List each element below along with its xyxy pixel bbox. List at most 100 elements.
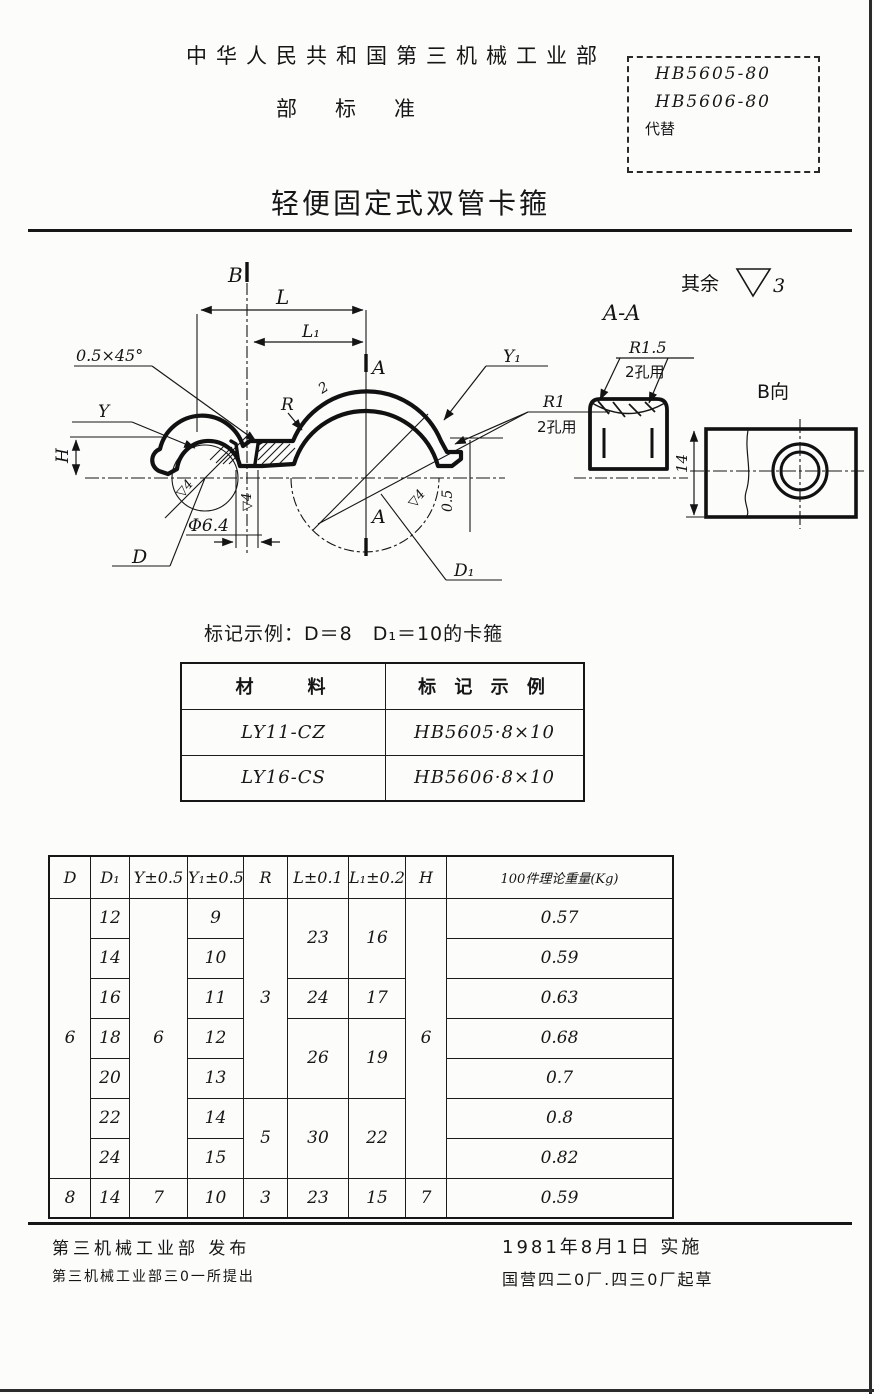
table-cell: 6 [129,897,188,1179]
issuing-authority: 中华人民共和国第三机械工业部 [186,44,606,68]
table-cell: 9 [187,897,244,939]
section-b-label: B [227,263,243,287]
table-row: 6 12 6 9 3 23 16 6 0.57 [48,897,674,1179]
table-row: LY16-CS HB5606·8×10 [180,754,585,802]
col-header: L±0.1 [287,855,349,899]
dim-r-label: R [280,395,294,415]
table-cell: 14 [90,1177,130,1219]
table-row: 8 14 7 10 3 23 15 7 0.59 [48,1177,674,1219]
section-ticks [245,262,368,556]
table-cell: 0.63 [446,977,674,1019]
table-cell: 12 [90,897,130,939]
col-header: 100件理论重量(Kg) [446,855,674,899]
table-cell: 19 [348,1017,406,1099]
r15-note: 2孔用 [625,363,665,381]
dim-d-label: D [131,546,147,568]
view-b: B向 14 [673,381,864,529]
hole-diameter-label: Φ6.4 [188,516,229,536]
col-header: R [243,855,288,899]
cup-slots [602,428,654,458]
table-cell: 6 [48,897,91,1179]
break-line [744,429,750,517]
footer-issued-by: 第三机械工业部 发布 [52,1239,251,1259]
dim-y1-label: Y₁ [503,347,521,367]
table-cell: 10 [187,937,244,979]
table-cell: 12 [187,1017,244,1059]
material-cell: LY16-CS [180,754,386,802]
table-cell: 14 [90,937,130,979]
table-cell: 22 [90,1097,130,1139]
table-cell: 24 [287,977,349,1019]
thickness-label: 2 [315,379,332,398]
finish-mark-1: ▽4 [174,477,197,501]
table-cell: 0.68 [446,1017,674,1059]
dim-h-label: H [53,447,73,464]
col-header: H [405,855,447,899]
finish-mark-3: ▽4 [406,487,429,511]
view-b-outline [704,427,858,519]
extension-lines [70,314,610,581]
centerlines [85,262,529,556]
end-height-label: 0.5 [440,490,456,512]
table-cell: 5 [243,1097,288,1179]
rest-note-text: 其余 [681,273,719,295]
section-aa-view: A-A R1.5 2孔用 [574,301,694,479]
section-a-top-label: A [370,357,386,379]
rest-grade: 3 [773,275,785,297]
table-row: 14 10 0.59 [49,937,674,979]
technical-drawing: B L L₁ 0.5×45° Y H R A A Y₁ R1 2孔用 Φ6.4 … [53,262,864,581]
table-cell: 0.59 [446,937,674,979]
table-row: 22 14 5 30 22 0.8 [49,1097,674,1179]
table-cell: 23 [287,897,349,979]
finish-mark-2: ▽4 [240,493,255,511]
table-row: LY11-CZ HB5605·8×10 [180,708,585,756]
bottom-rule [28,1222,852,1225]
col-header: D₁ [90,855,130,899]
dim-r15-label: R1.5 [628,338,667,357]
dim-y-label: Y [98,402,111,422]
document-title: 轻便固定式双管卡箍 [271,187,551,220]
table-cell: 10 [187,1177,244,1219]
marking-cell: HB5606·8×10 [385,754,585,802]
scan-edge-right [869,0,872,1394]
standard-type-label: 部标准 [276,97,453,121]
table-cell: 7 [129,1177,188,1219]
scan-edge-bottom [0,1389,874,1392]
table-cell: 0.57 [446,897,674,939]
view-b-label: B向 [757,381,789,403]
table-cell: 13 [187,1057,244,1099]
footer-effective-date: 1981年8月1日 实施 [502,1237,703,1258]
standard-code-box: HB5605-80 HB5606-80 代替 [627,56,820,173]
dim-14-label: 14 [673,454,691,473]
dim-l-label: L [275,285,289,309]
material-cell: LY11-CZ [180,708,386,756]
table-cell: 16 [348,897,406,979]
drawing-area: B L L₁ 0.5×45° Y H R A A Y₁ R1 2孔用 Φ6.4 … [0,250,874,590]
dim-d1-label: D₁ [453,561,474,581]
table-cell: 15 [348,1177,406,1219]
col-header: L₁±0.2 [348,855,406,899]
dim-l1-label: L₁ [301,322,320,342]
rest-surface-note: 其余 3 [681,268,785,298]
cup-hatching [597,400,656,418]
table-cell: 0.8 [446,1097,674,1139]
table-cell: 17 [348,977,406,1019]
clamp-profile [150,389,464,477]
material-table: 材 料 标 记 示 例 LY11-CZ HB5605·8×10 LY16-CS … [180,662,585,802]
marking-example-line: 标记示例：D＝8 D₁＝10的卡箍 [204,623,504,645]
dimension-lines [71,305,529,547]
r1-note: 2孔用 [537,418,577,436]
material-header: 材 料 [180,662,386,710]
marking-header: 标 记 示 例 [385,662,585,710]
table-cell: 0.59 [446,1177,674,1219]
table-cell: 22 [348,1097,406,1179]
table-cell: 6 [405,897,447,1179]
table-cell: 14 [187,1097,244,1139]
section-hatching [209,440,296,465]
table-cell: 30 [287,1097,349,1179]
table-cell: 26 [287,1017,349,1099]
section-a-bottom-label: A [370,506,386,528]
standard-code-1: HB5605-80 [655,64,771,84]
col-header: Y₁±0.5 [187,855,244,899]
